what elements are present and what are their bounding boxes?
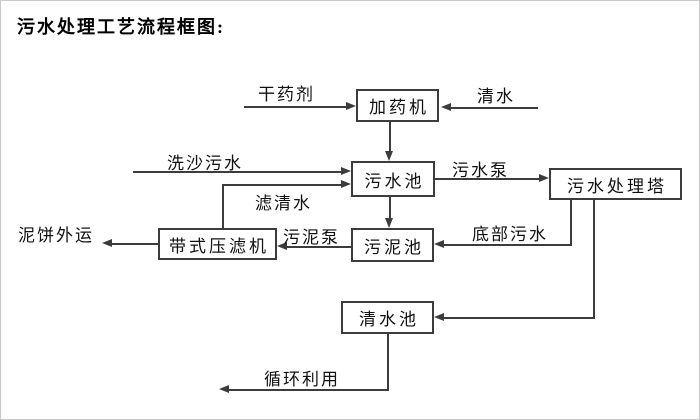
edge-sewage-to-sludge-line	[389, 197, 391, 218]
arrowhead-right-icon	[539, 174, 549, 182]
arrowhead-left-icon	[434, 313, 444, 321]
arrowhead-right-icon	[346, 102, 356, 110]
edge-dosing-to-sewage-line	[389, 122, 391, 151]
arrowhead-left-icon	[102, 239, 112, 247]
arrowhead-down-icon	[385, 151, 393, 161]
edge-bottom-sewage-riser	[570, 200, 572, 246]
edge-clean-water-line	[451, 107, 538, 109]
node-sewage-pool: 污水池	[351, 161, 435, 197]
edge-mud-cake-line	[112, 243, 158, 245]
edge-label-mud-cake-out: 泥饼外运	[18, 226, 94, 245]
diagram-title: 污水处理工艺流程框图:	[17, 17, 225, 37]
edge-sewage-pump-line	[435, 178, 539, 180]
arrowhead-left-icon	[277, 242, 287, 250]
edge-label-sewage-pump: 污水泵	[452, 161, 509, 180]
arrowhead-right-icon	[341, 167, 351, 175]
edge-sludge-pump-line	[287, 246, 351, 248]
edge-label-sludge-pump: 污泥泵	[283, 228, 340, 247]
edge-filtered-water-line	[222, 184, 341, 186]
arrowhead-down-icon	[385, 218, 393, 228]
edge-label-clean-water: 清水	[477, 87, 515, 106]
edge-label-bottom-sewage: 底部污水	[472, 225, 548, 244]
node-dosing-machine: 加药机	[356, 89, 439, 122]
node-clean-water-pool: 清水池	[341, 301, 434, 334]
edge-label-dry-agent: 干药剂	[258, 85, 315, 104]
edge-label-recycling: 循环利用	[264, 370, 340, 389]
node-sludge-pool: 污泥池	[351, 228, 434, 262]
arrowhead-right-icon	[341, 180, 351, 188]
edge-recycling-riser	[387, 334, 389, 390]
edge-tower-to-clean-riser	[593, 200, 595, 319]
edge-recycling-line	[229, 389, 389, 391]
edge-label-sand-washing-sewage: 洗沙污水	[167, 154, 243, 173]
edge-bottom-sewage-line	[444, 244, 572, 246]
arrowhead-left-icon	[434, 240, 444, 248]
edge-label-filtered-water: 滤清水	[255, 194, 312, 213]
arrowhead-left-icon	[219, 385, 229, 393]
edge-dry-agent-line	[244, 106, 346, 108]
edge-tower-to-clean-line	[444, 317, 595, 319]
arrowhead-left-icon	[441, 103, 451, 111]
node-treatment-tower: 污水处理塔	[549, 168, 682, 200]
edge-filtered-water-riser	[222, 185, 224, 228]
node-belt-filter-press: 带式压滤机	[158, 228, 277, 260]
edge-sand-washing-line	[133, 171, 341, 173]
